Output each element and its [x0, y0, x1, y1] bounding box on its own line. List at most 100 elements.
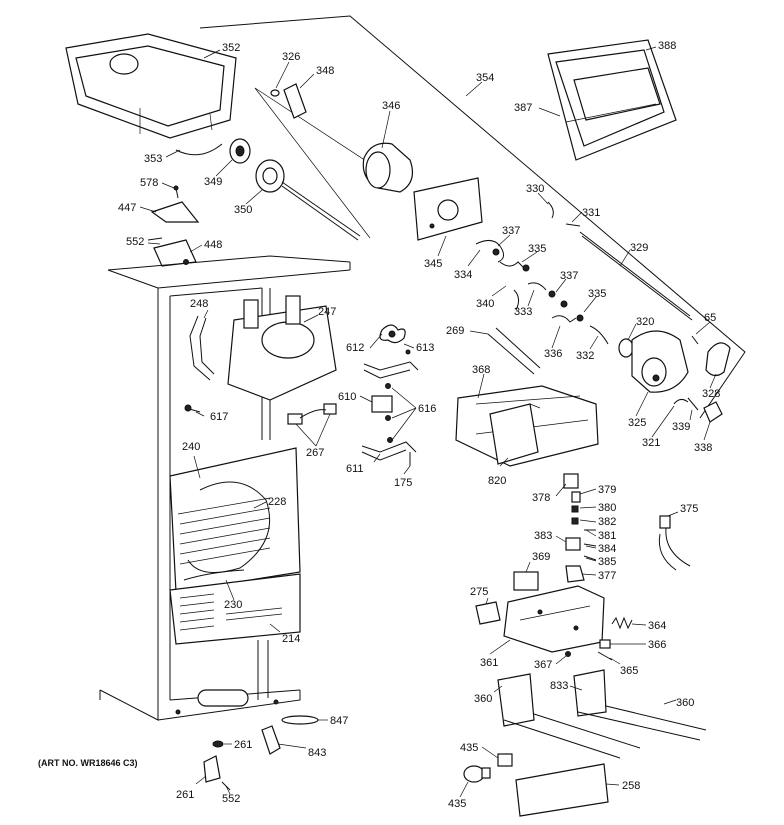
evaporator-228-part [169, 447, 301, 593]
art-number-label: (ART NO. WR18646 C3) [38, 758, 138, 768]
callout-613: 613 [416, 342, 434, 354]
back-panel-214-part [169, 573, 301, 645]
cam-gear-part [618, 338, 634, 358]
grommet-616-parts [385, 383, 393, 443]
bracket-348-part [283, 83, 307, 119]
callout-833: 833 [550, 680, 568, 692]
callout-349: 349 [204, 176, 222, 188]
fan-bracket-611-part [361, 441, 417, 461]
callout-248: 248 [190, 298, 208, 310]
callout-843: 843 [308, 747, 326, 759]
callout-366: 366 [648, 639, 666, 651]
valve-378-part [563, 473, 579, 489]
callout-360-right: 360 [676, 697, 694, 709]
bracket-448-part [153, 239, 197, 267]
callout-261-bottom: 261 [176, 789, 194, 801]
callout-552-bottom: 552 [222, 793, 240, 805]
callout-388: 388 [658, 40, 676, 52]
rail-360-left-part [497, 673, 641, 759]
callout-267: 267 [306, 447, 324, 459]
callout-381: 381 [598, 530, 616, 542]
callout-447: 447 [118, 202, 136, 214]
callout-333: 333 [514, 306, 532, 318]
drive-motor-part [631, 330, 689, 393]
ice-bucket-part [65, 33, 237, 139]
callout-435-top: 435 [460, 742, 478, 754]
auger-coupling-part [229, 138, 251, 164]
callout-364: 364 [648, 620, 666, 632]
callout-387: 387 [514, 102, 532, 114]
lamp-435-part [463, 765, 491, 783]
harness-375-part [658, 515, 691, 571]
callout-820: 820 [488, 475, 506, 487]
callout-382: 382 [598, 516, 616, 528]
callout-329: 329 [630, 242, 648, 254]
screw-578-part [173, 185, 179, 199]
callout-338: 338 [694, 442, 712, 454]
callout-578: 578 [140, 177, 158, 189]
callout-612: 612 [346, 342, 364, 354]
fan-motor-610-part [371, 395, 393, 413]
callout-328: 328 [702, 388, 720, 400]
screw-367-part [565, 651, 571, 657]
callout-377: 377 [598, 570, 616, 582]
freezer-cabinet-outline [99, 255, 351, 721]
callout-261-top: 261 [234, 739, 252, 751]
callout-375: 375 [680, 503, 698, 515]
dispenser-cover-part [547, 39, 677, 161]
duct-248-part [189, 315, 215, 381]
callout-320: 320 [636, 316, 654, 328]
wiring-267-part [287, 403, 337, 425]
motor-part [362, 142, 413, 193]
callout-435-bottom: 435 [448, 798, 466, 810]
bracket-275-part [475, 601, 501, 625]
callout-448: 448 [204, 239, 222, 251]
motor-mount-plate-part [413, 177, 483, 241]
callout-335-mid: 335 [588, 288, 606, 300]
clip-321-part [673, 398, 689, 405]
gasket-847-part [281, 715, 319, 725]
valve-369-part [513, 571, 539, 591]
pin-339-part [687, 397, 699, 411]
callout-367: 367 [534, 659, 552, 671]
callout-340: 340 [476, 298, 494, 310]
callout-353: 353 [144, 153, 162, 165]
callout-228: 228 [268, 496, 286, 508]
socket-435-part [497, 753, 513, 767]
deflector-447-part [150, 201, 200, 223]
callout-330: 330 [526, 183, 544, 195]
callout-383: 383 [534, 530, 552, 542]
callout-360-left: 360 [474, 693, 492, 705]
callout-230: 230 [224, 599, 242, 611]
callout-352: 352 [222, 42, 240, 54]
callout-65: 65 [704, 312, 716, 324]
tube-269-part [487, 327, 541, 375]
callout-368: 368 [472, 364, 490, 376]
callout-labels: 352 326 348 354 388 387 346 353 349 350 … [38, 40, 720, 810]
screw-552-part [147, 237, 163, 241]
bracket-261-part [203, 755, 221, 783]
callout-334: 334 [454, 269, 472, 281]
fan-bracket-612-part [363, 361, 419, 379]
screw-617-part [184, 404, 201, 413]
screw-65-part [691, 335, 699, 345]
rail-360-right-part [573, 669, 707, 741]
clip-366-part [599, 639, 611, 649]
callout-321: 321 [642, 437, 660, 449]
callout-610: 610 [338, 391, 356, 403]
auger-part [255, 159, 361, 241]
callout-847: 847 [330, 715, 348, 727]
callout-361: 361 [480, 657, 498, 669]
callout-337-top: 337 [502, 225, 520, 237]
valve-stack-parts [565, 491, 597, 583]
callout-365: 365 [620, 665, 638, 677]
rod-329-part [579, 231, 693, 321]
callout-350: 350 [234, 204, 252, 216]
chassis-361-part [503, 585, 605, 653]
callout-336: 336 [544, 348, 562, 360]
callout-214: 214 [282, 633, 300, 645]
callout-269: 269 [446, 325, 464, 337]
linkage-parts [475, 201, 609, 345]
callout-611: 611 [346, 463, 364, 475]
